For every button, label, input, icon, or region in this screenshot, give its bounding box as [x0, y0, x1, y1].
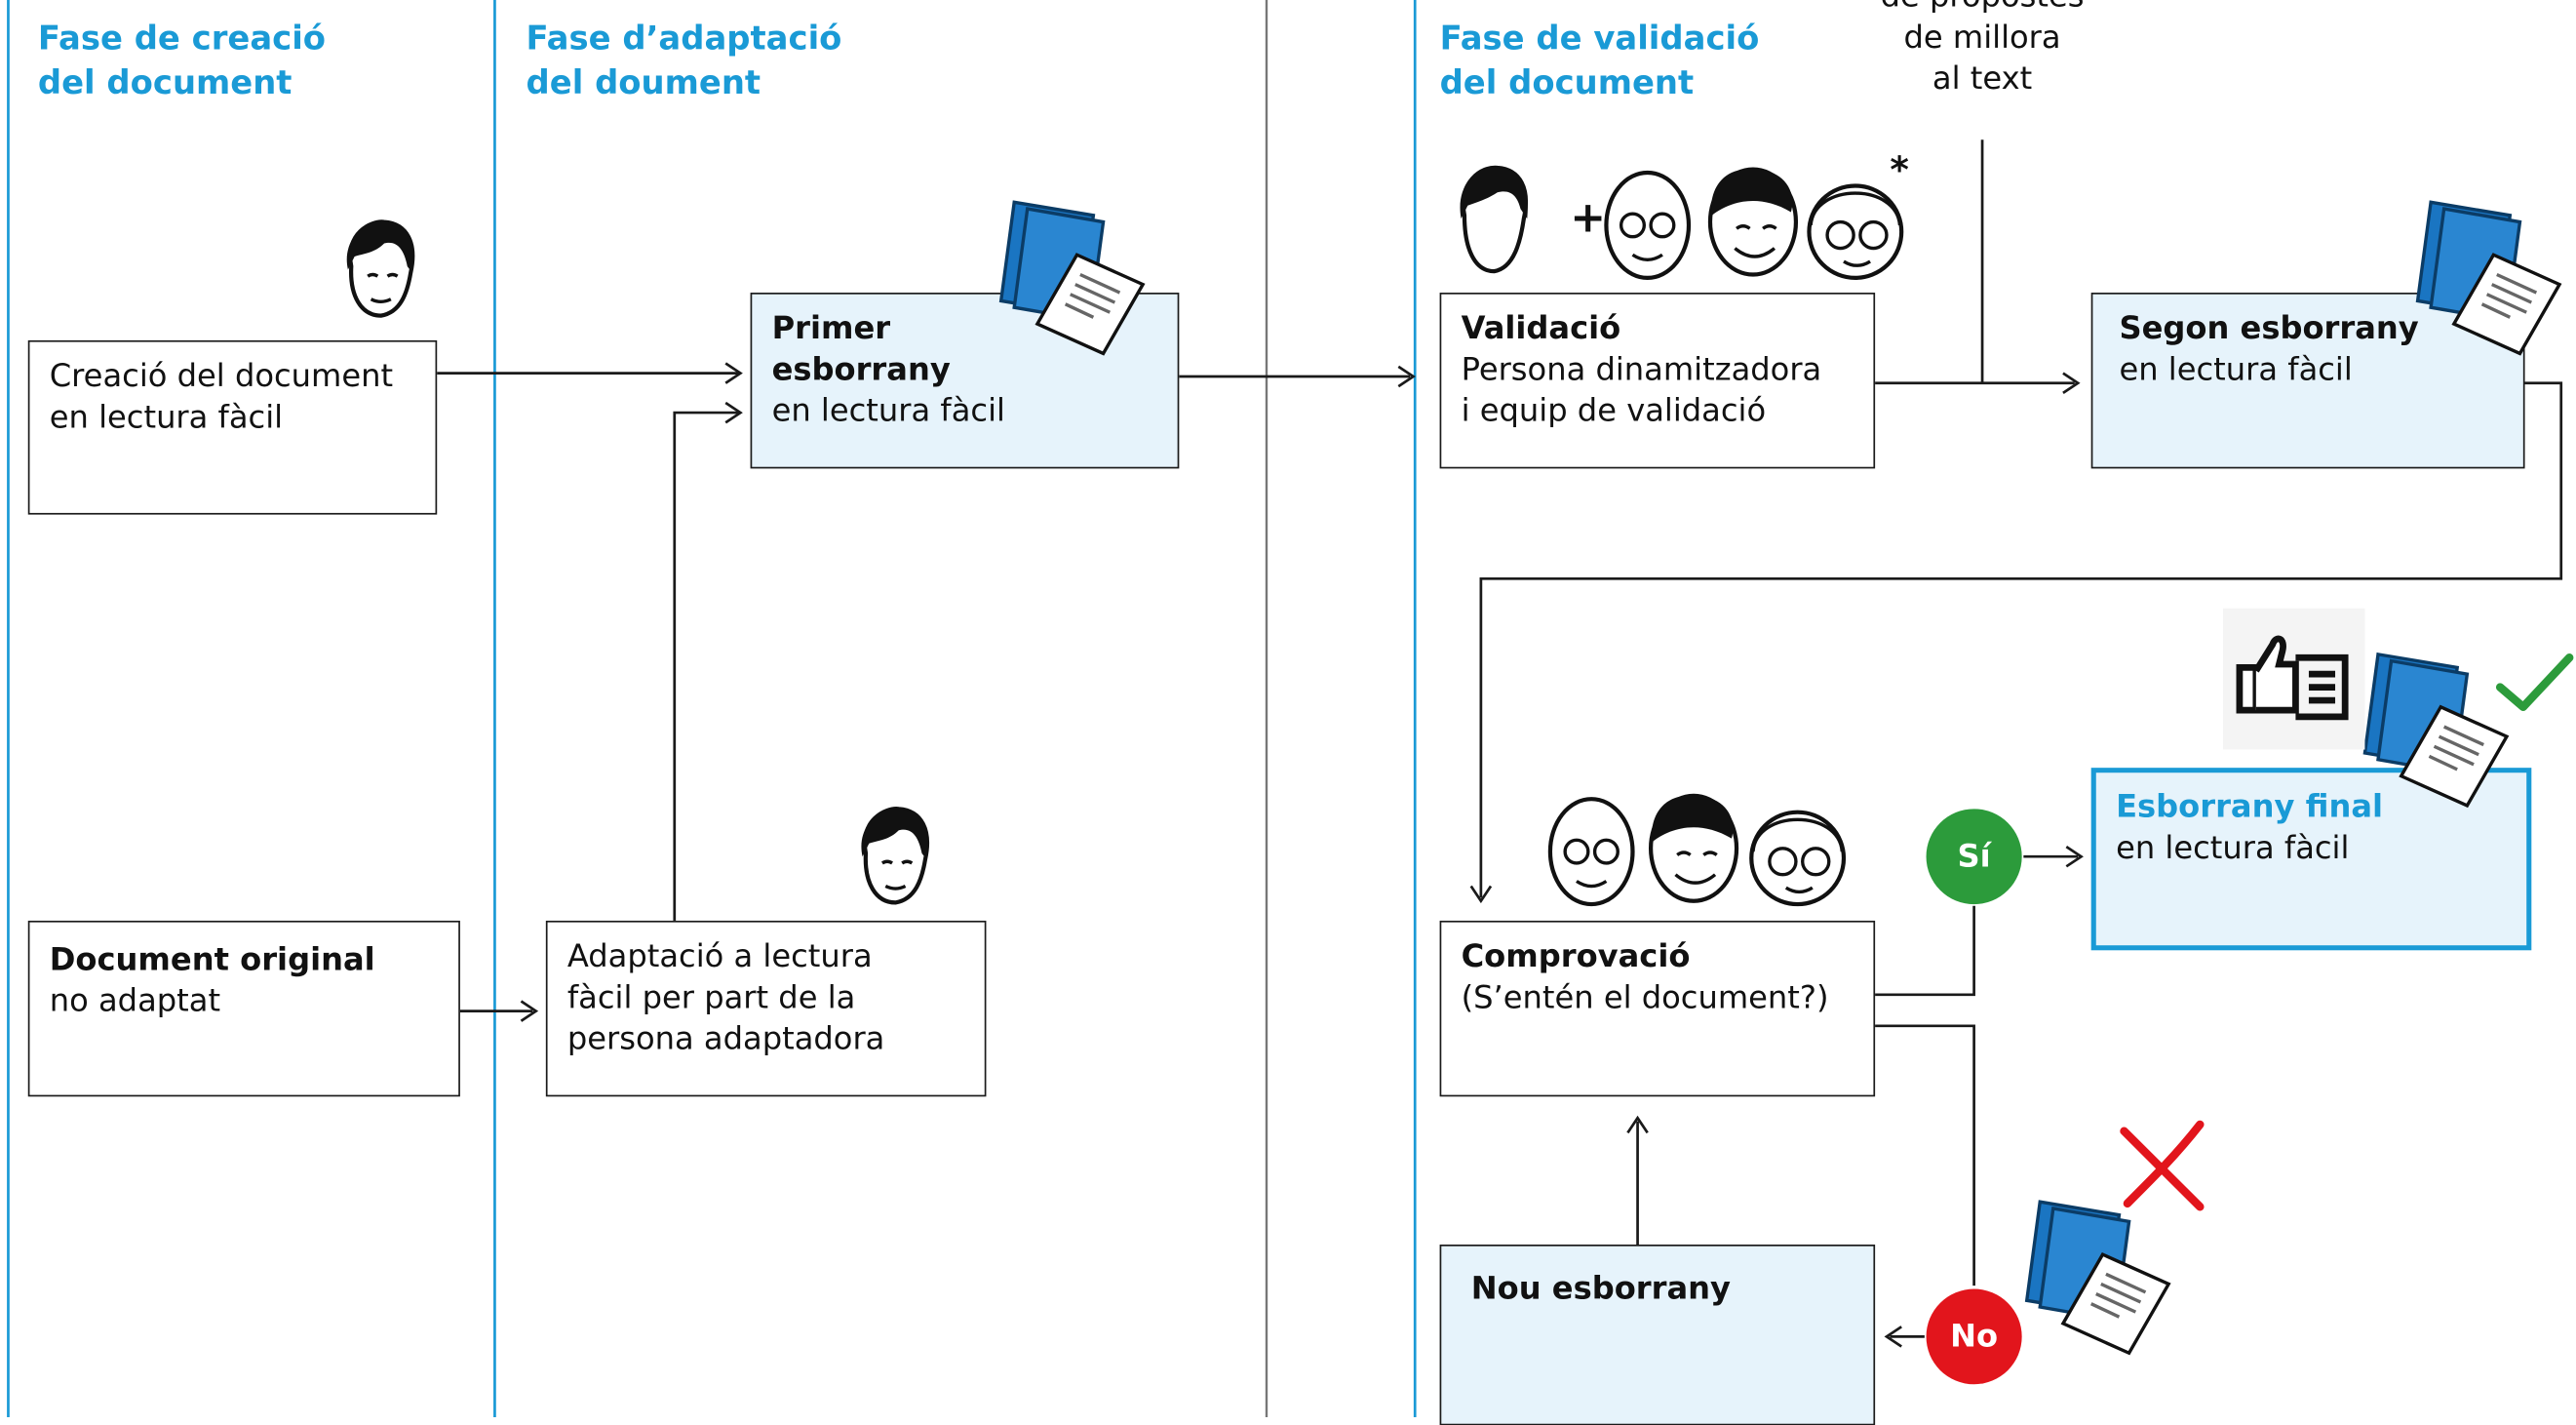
validation-text: Persona dinamitzadora i equip de validac… [1461, 351, 1822, 429]
person-face-icon [861, 807, 930, 905]
thumbs-up-reading-icon [2223, 608, 2365, 750]
adaptation-text: Adaptació a lectura fàcil per part de la… [566, 938, 885, 1057]
cross-icon [2120, 1120, 2205, 1211]
creation-text: Creació del document en lectura fàcil [49, 358, 394, 436]
connector [1873, 1024, 1975, 1286]
connector [673, 411, 739, 923]
validation-team-icon: + [1460, 165, 1904, 280]
check-title: Comprovació [1461, 938, 1691, 975]
validation-box: Validació Persona dinamitzadora i equip … [1439, 293, 1876, 469]
phase-heading-validation: Fase de validació del document [1439, 18, 1760, 102]
phase-heading-creation: Fase de creació del document [37, 18, 327, 102]
original-document-box: Document original no adaptat [27, 920, 460, 1097]
second-draft-box: Segon esborrany en lectura fàcil [2090, 293, 2525, 469]
original-title: Document original [49, 941, 375, 978]
validation-title: Validació [1461, 310, 1621, 347]
creation-box: Creació del document en lectura fàcil [27, 339, 438, 515]
first-draft-text: en lectura fàcil [771, 392, 1005, 429]
proposals-label: de propostes de millora al text [1881, 0, 2085, 98]
adaptation-box: Adaptació a lectura fàcil per part de la… [545, 920, 987, 1097]
connector [1873, 905, 1975, 997]
original-text: no adaptat [49, 982, 221, 1020]
second-draft-title: Segon esborrany [2119, 310, 2419, 347]
check-text: (S’entén el document?) [1461, 979, 1829, 1016]
svg-text:+: + [1570, 193, 1606, 243]
document-icon [2415, 200, 2562, 356]
new-draft-box: Nou esborrany [1439, 1244, 1876, 1425]
first-draft-title: Primer esborrany [771, 310, 951, 388]
yes-badge: Sí [1926, 809, 2022, 905]
document-icon [2362, 652, 2510, 809]
validation-team-icon [1547, 793, 1847, 907]
asterisk-mark: * [1890, 151, 1909, 193]
phase-heading-adaptation: Fase d’adaptació del doument [526, 18, 842, 102]
final-draft-text: en lectura fàcil [2116, 830, 2350, 867]
document-icon [998, 200, 1146, 356]
final-draft-title: Esborrany final [2116, 789, 2384, 826]
new-draft-title: Nou esborrany [1470, 1270, 1731, 1308]
person-face-icon [346, 219, 415, 318]
second-draft-text: en lectura fàcil [2119, 351, 2353, 388]
checkmark-icon [2495, 653, 2574, 712]
no-badge: No [1926, 1288, 2022, 1385]
check-box: Comprovació (S’entén el document?) [1439, 920, 1876, 1097]
document-icon [2024, 1200, 2171, 1356]
connector [1479, 381, 2563, 898]
